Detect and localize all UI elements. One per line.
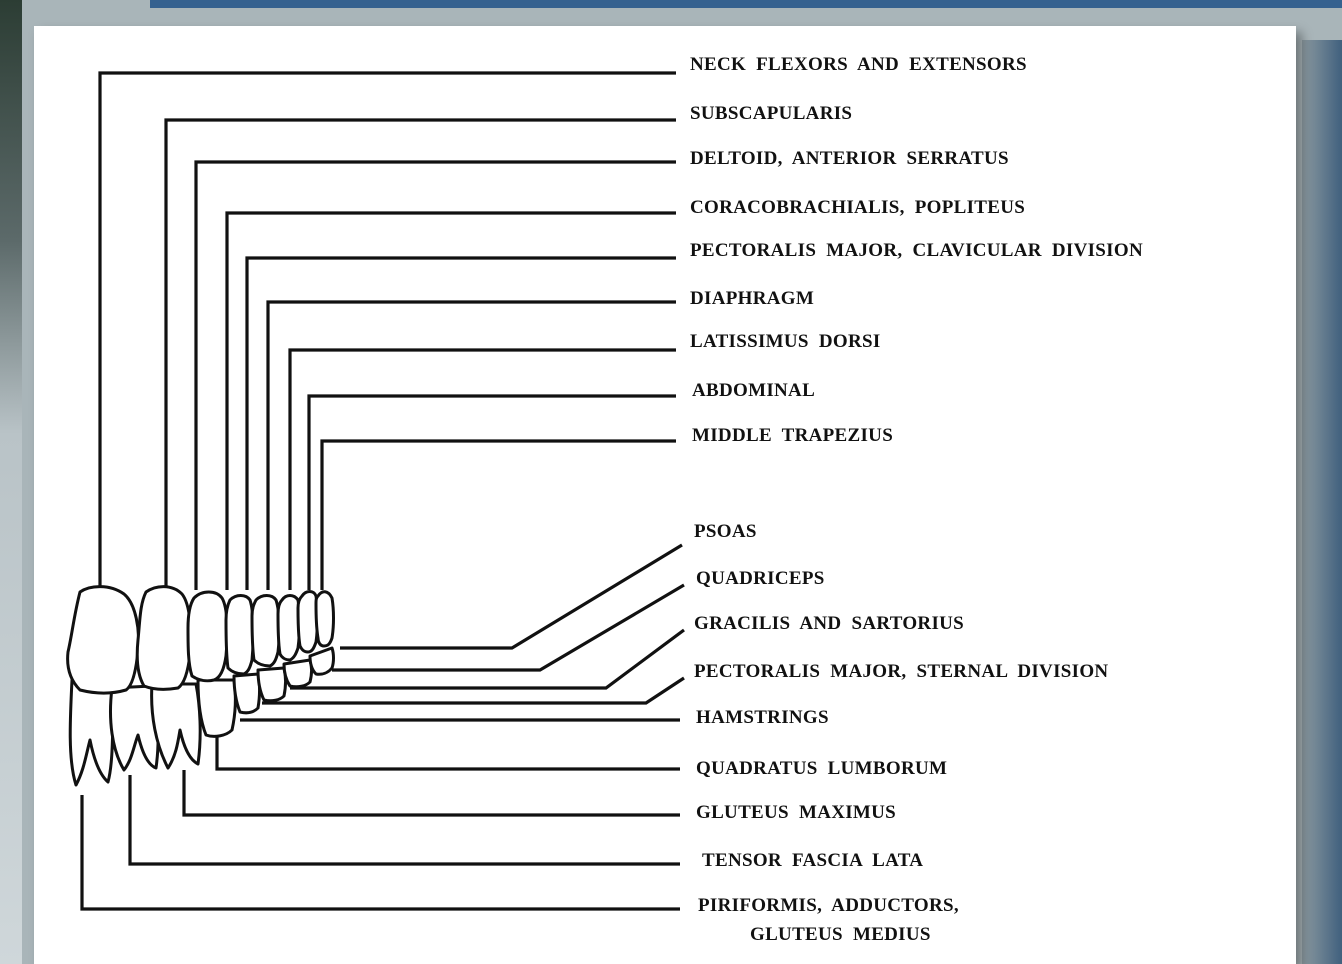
leader-line-gluteus-maximus [182, 770, 680, 817]
upper-incisor-1 [296, 590, 319, 654]
window-right-edge [1302, 40, 1342, 964]
leader-line-coracobrachialis [225, 211, 676, 590]
label-subscapularis: SUBSCAPULARIS [690, 103, 852, 124]
label-diaphragm: DIAPHRAGM [690, 288, 814, 309]
lower-incisor-1 [282, 658, 313, 689]
label-gluteus-maximus: GLUTEUS MAXIMUS [696, 802, 896, 823]
upper-labels: NECK FLEXORS AND EXTENSORS SUBSCAPULARIS… [690, 54, 1143, 446]
leader-line-diaphragm [266, 300, 676, 590]
leader-line-abdominal [307, 394, 676, 590]
upper-leader-lines [98, 71, 676, 590]
leader-line-middle-trapezius [320, 439, 676, 590]
leader-line-pectoralis-sternal [262, 676, 685, 705]
lower-leader-lines [80, 543, 685, 911]
background-photo-edge [0, 0, 22, 964]
label-coracobrachialis: CORACOBRACHIALIS, POPLITEUS [690, 197, 1025, 218]
label-pectoralis-clavicular: PECTORALIS MAJOR, CLAVICULAR DIVISION [690, 240, 1143, 261]
label-psoas: PSOAS [694, 521, 757, 542]
lower-canine [256, 666, 287, 703]
label-piriformis-adductors: PIRIFORMIS, ADDUCTORS, [698, 895, 959, 916]
diagram-sheet [34, 26, 1296, 964]
leader-line-quadriceps [332, 583, 685, 672]
lower-labels: PSOAS QUADRICEPS GRACILIS AND SARTORIUS … [694, 521, 1108, 945]
lower-incisor-2 [308, 646, 335, 676]
label-tensor-fascia-lata: TENSOR FASCIA LATA [702, 850, 923, 871]
upper-molar-2 [135, 585, 193, 691]
upper-molar-3 [186, 590, 229, 683]
lower-molar-1 [68, 678, 116, 787]
label-quadriceps: QUADRICEPS [696, 568, 825, 589]
leader-line-pectoralis-clavicular [245, 256, 676, 590]
label-pectoralis-sternal: PECTORALIS MAJOR, STERNAL DIVISION [694, 661, 1108, 682]
teeth-illustration [66, 585, 335, 787]
upper-canine [276, 594, 301, 662]
upper-premolar-1 [224, 594, 255, 676]
label-deltoid: DELTOID, ANTERIOR SERRATUS [690, 148, 1009, 169]
lower-premolar-1 [196, 678, 237, 738]
leader-line-quadratus [215, 730, 680, 771]
label-neck-flexors: NECK FLEXORS AND EXTENSORS [690, 54, 1027, 75]
leader-line-subscapularis [164, 118, 676, 590]
label-gluteus-medius: GLUTEUS MEDIUS [750, 924, 931, 945]
label-gracilis-sartorius: GRACILIS AND SARTORIUS [694, 613, 964, 634]
leader-line-tensor [128, 775, 680, 866]
leader-line-neck [98, 71, 676, 590]
leader-line-latissimus [288, 348, 676, 590]
lower-premolar-2 [232, 672, 261, 715]
window-top-edge [150, 0, 1342, 8]
label-middle-trapezius: MIDDLE TRAPEZIUS [692, 425, 893, 446]
upper-incisor-2 [314, 590, 335, 648]
upper-molar-1 [66, 585, 140, 695]
upper-premolar-2 [250, 594, 281, 668]
label-quadratus-lumborum: QUADRATUS LUMBORUM [696, 758, 947, 779]
leader-line-gracilis [290, 628, 685, 690]
label-hamstrings: HAMSTRINGS [696, 707, 829, 728]
label-latissimus-dorsi: LATISSIMUS DORSI [690, 331, 881, 352]
lower-molar-3 [150, 682, 202, 770]
leader-line-psoas [340, 543, 683, 650]
leader-line-piriformis [80, 795, 680, 911]
label-abdominal: ABDOMINAL [692, 380, 815, 401]
leader-line-deltoid [194, 160, 676, 590]
